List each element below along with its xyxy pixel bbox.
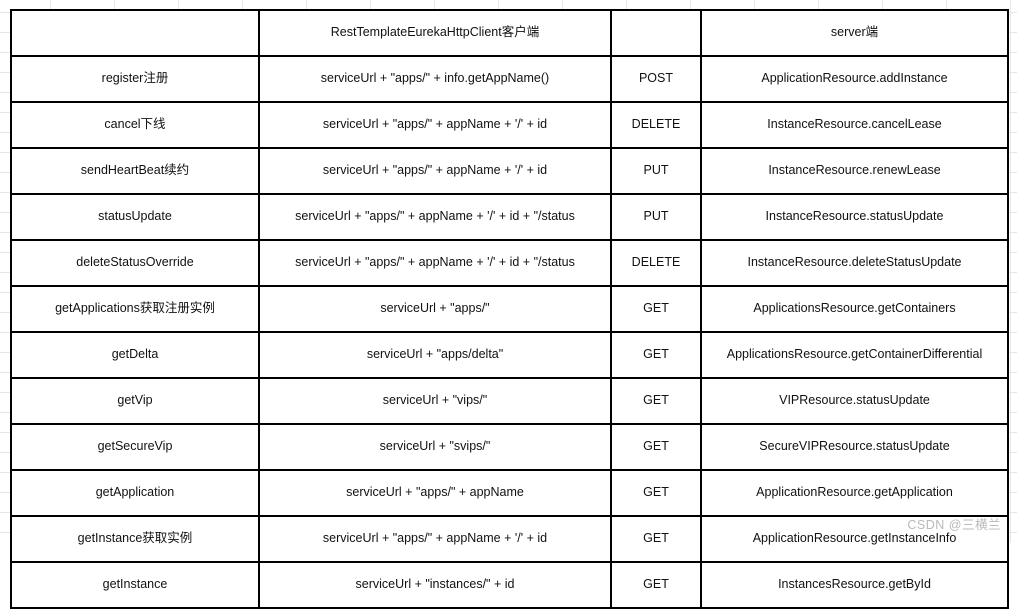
cell-server-handler: ApplicationsResource.getContainerDiffere… — [700, 331, 1009, 379]
cell-operation-name: cancel下线 — [10, 101, 260, 149]
cell-client-url: serviceUrl + "instances/" + id — [258, 561, 612, 609]
cell-client-url: serviceUrl + "svips/" — [258, 423, 612, 471]
table-body: RestTemplateEurekaHttpClient客户端 server端 … — [10, 9, 1009, 609]
cell-server-handler: ApplicationResource.getInstanceInfo — [700, 515, 1009, 563]
cell-server-handler: InstanceResource.cancelLease — [700, 101, 1009, 149]
cell-operation-name: getApplication — [10, 469, 260, 517]
table-row: getVip serviceUrl + "vips/" GET VIPResou… — [10, 377, 1009, 425]
cell-client-url: serviceUrl + "vips/" — [258, 377, 612, 425]
cell-client-url: serviceUrl + "apps/" + appName + '/' + i… — [258, 239, 612, 287]
cell-http-method: DELETE — [610, 239, 702, 287]
cell-server-handler: InstanceResource.deleteStatusUpdate — [700, 239, 1009, 287]
table-row: getApplications获取注册实例 serviceUrl + "apps… — [10, 285, 1009, 333]
cell-server-handler: InstanceResource.renewLease — [700, 147, 1009, 195]
table-row: register注册 serviceUrl + "apps/" + info.g… — [10, 55, 1009, 103]
header-cell-operation — [10, 9, 260, 57]
cell-client-url: serviceUrl + "apps/" + appName + '/' + i… — [258, 515, 612, 563]
cell-operation-name: getInstance — [10, 561, 260, 609]
cell-operation-name: statusUpdate — [10, 193, 260, 241]
cell-client-url: serviceUrl + "apps/" + appName + '/' + i… — [258, 193, 612, 241]
table-row: cancel下线 serviceUrl + "apps/" + appName … — [10, 101, 1009, 149]
cell-operation-name: register注册 — [10, 55, 260, 103]
cell-server-handler: VIPResource.statusUpdate — [700, 377, 1009, 425]
cell-server-handler: ApplicationResource.getApplication — [700, 469, 1009, 517]
cell-operation-name: getVip — [10, 377, 260, 425]
cell-http-method: GET — [610, 423, 702, 471]
table-row: getInstance serviceUrl + "instances/" + … — [10, 561, 1009, 609]
cell-client-url: serviceUrl + "apps/delta" — [258, 331, 612, 379]
cell-client-url: serviceUrl + "apps/" + info.getAppName() — [258, 55, 612, 103]
cell-operation-name: getSecureVip — [10, 423, 260, 471]
header-cell-client: RestTemplateEurekaHttpClient客户端 — [258, 9, 612, 57]
cell-operation-name: deleteStatusOverride — [10, 239, 260, 287]
cell-operation-name: getDelta — [10, 331, 260, 379]
cell-client-url: serviceUrl + "apps/" + appName + '/' + i… — [258, 101, 612, 149]
cell-operation-name: sendHeartBeat续约 — [10, 147, 260, 195]
cell-operation-name: getInstance获取实例 — [10, 515, 260, 563]
cell-operation-name: getApplications获取注册实例 — [10, 285, 260, 333]
cell-server-handler: InstancesResource.getById — [700, 561, 1009, 609]
header-cell-method — [610, 9, 702, 57]
table-row: getApplication serviceUrl + "apps/" + ap… — [10, 469, 1009, 517]
cell-http-method: PUT — [610, 147, 702, 195]
cell-http-method: GET — [610, 331, 702, 379]
cell-client-url: serviceUrl + "apps/" + appName — [258, 469, 612, 517]
cell-http-method: POST — [610, 55, 702, 103]
api-mapping-table: RestTemplateEurekaHttpClient客户端 server端 … — [10, 9, 1009, 609]
table-row: getSecureVip serviceUrl + "svips/" GET S… — [10, 423, 1009, 471]
cell-http-method: GET — [610, 285, 702, 333]
table-row: getDelta serviceUrl + "apps/delta" GET A… — [10, 331, 1009, 379]
table-row: getInstance获取实例 serviceUrl + "apps/" + a… — [10, 515, 1009, 563]
cell-server-handler: ApplicationsResource.getContainers — [700, 285, 1009, 333]
cell-http-method: GET — [610, 561, 702, 609]
cell-http-method: DELETE — [610, 101, 702, 149]
cell-server-handler: InstanceResource.statusUpdate — [700, 193, 1009, 241]
table-header-row: RestTemplateEurekaHttpClient客户端 server端 — [10, 9, 1009, 57]
cell-server-handler: SecureVIPResource.statusUpdate — [700, 423, 1009, 471]
api-mapping-table-container: RestTemplateEurekaHttpClient客户端 server端 … — [10, 9, 1009, 609]
cell-client-url: serviceUrl + "apps/" — [258, 285, 612, 333]
table-row: statusUpdate serviceUrl + "apps/" + appN… — [10, 193, 1009, 241]
cell-http-method: GET — [610, 469, 702, 517]
cell-http-method: PUT — [610, 193, 702, 241]
table-row: deleteStatusOverride serviceUrl + "apps/… — [10, 239, 1009, 287]
cell-http-method: GET — [610, 377, 702, 425]
cell-client-url: serviceUrl + "apps/" + appName + '/' + i… — [258, 147, 612, 195]
table-row: sendHeartBeat续约 serviceUrl + "apps/" + a… — [10, 147, 1009, 195]
cell-server-handler: ApplicationResource.addInstance — [700, 55, 1009, 103]
cell-http-method: GET — [610, 515, 702, 563]
header-cell-server: server端 — [700, 9, 1009, 57]
